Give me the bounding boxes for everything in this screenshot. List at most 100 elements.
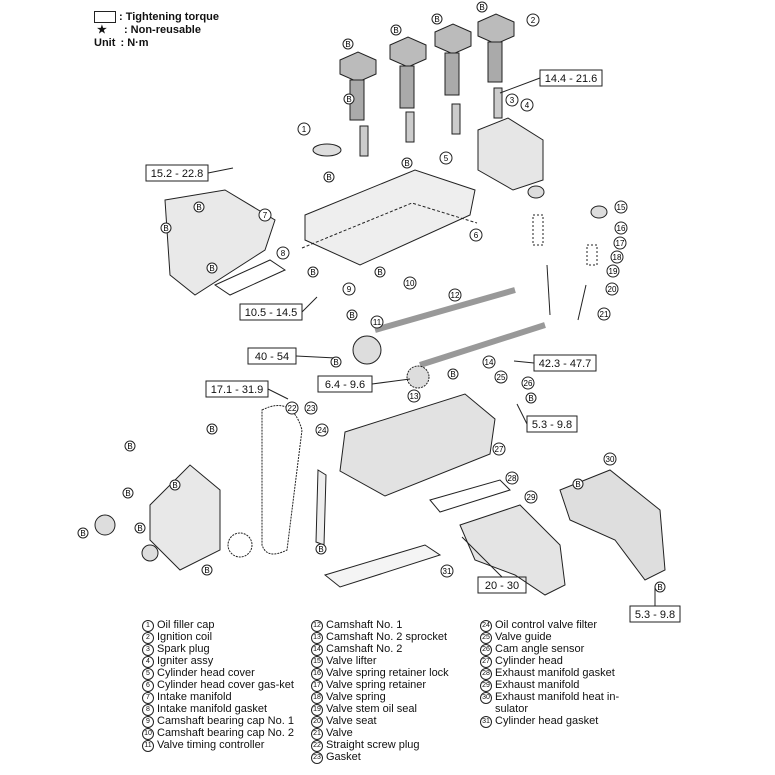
svg-text:B: B <box>345 40 350 49</box>
bolt-marker-icon: B <box>201 564 213 576</box>
callout-number: 29 <box>527 493 536 502</box>
part-name: Ignition coil <box>157 631 213 643</box>
bolt-marker-icon: B <box>525 392 537 404</box>
part-name: Exhaust manifold <box>495 679 580 691</box>
part-number-icon: 25 <box>480 632 492 644</box>
bolt-marker-icon: B <box>572 478 584 490</box>
svg-text:B: B <box>575 480 580 489</box>
callout-marker: 21 <box>597 307 611 321</box>
part-number-icon: 6 <box>142 680 154 692</box>
part-name: Valve guide <box>495 631 552 643</box>
bolt-marker-icon: B <box>447 368 459 380</box>
star-icon: ★ <box>97 24 107 36</box>
spark-plug-icon <box>359 87 503 157</box>
camshaft-1-icon <box>374 287 516 333</box>
svg-text:B: B <box>333 358 338 367</box>
svg-text:B: B <box>196 203 201 212</box>
part-name: Valve stem oil seal <box>326 703 417 715</box>
cylinder-head-cover-icon <box>304 169 476 266</box>
svg-text:B: B <box>404 159 409 168</box>
svg-text:B: B <box>172 481 177 490</box>
callout-number: 23 <box>307 404 316 413</box>
legend-unit-value: N·m <box>127 37 149 49</box>
svg-text:B: B <box>346 95 351 104</box>
part-name: Camshaft No. 2 sprocket <box>326 631 448 643</box>
callout-number: 8 <box>281 249 286 258</box>
part-name: Valve spring retainer lock <box>326 667 449 679</box>
bolt-marker-icon: B <box>193 201 205 213</box>
bolt-marker-icon: B <box>654 581 666 593</box>
callout-marker: 28 <box>505 471 519 485</box>
torque-7: 17.1 - 31.9 <box>211 384 264 396</box>
part-number-icon: 30 <box>480 692 492 704</box>
callout-marker: 1 <box>297 122 311 136</box>
callout-number: 4 <box>525 101 530 110</box>
part-number-icon: 27 <box>480 656 492 668</box>
bolt-marker-icon: B <box>346 309 358 321</box>
legend-torque: : Tightening torque <box>94 11 219 24</box>
torque-1: 14.4 - 21.6 <box>545 73 598 85</box>
callout-number: 13 <box>410 392 419 401</box>
svg-text:B: B <box>450 370 455 379</box>
bolt-marker-icon: B <box>315 543 327 555</box>
callout-number: 3 <box>510 96 515 105</box>
torque-6: 42.3 - 47.7 <box>539 358 592 370</box>
callout-number: 21 <box>600 310 609 319</box>
callout-marker: 7 <box>258 208 272 222</box>
timing-chain-icon <box>261 405 303 555</box>
part-number-icon: 20 <box>311 716 323 728</box>
callout-number: 11 <box>373 318 382 327</box>
legend-nonreusable-label: Non-reusable <box>130 24 201 36</box>
igniter-icon <box>477 117 544 191</box>
part-number-icon: 15 <box>311 656 323 668</box>
svg-text:B: B <box>310 268 315 277</box>
callout-marker: 29 <box>524 490 538 504</box>
callout-number: 5 <box>444 154 449 163</box>
vvt-controller-icon <box>352 335 382 365</box>
part-name: Oil filler cap <box>157 619 215 631</box>
part-name: Gasket <box>326 751 361 763</box>
callout-number: 10 <box>406 279 415 288</box>
callout-marker: 26 <box>521 376 535 390</box>
bolt-marker-icon: B <box>206 262 218 274</box>
part-name: Camshaft No. 2 <box>326 643 403 655</box>
part-name: Valve <box>326 727 353 739</box>
part-number-icon: 7 <box>142 692 154 704</box>
part-name: Intake manifold gasket <box>157 703 268 715</box>
callout-number: 20 <box>608 285 617 294</box>
callout-marker: 4 <box>520 98 534 112</box>
callout-marker: 17 <box>613 236 627 250</box>
part-name: Cylinder head cover gas-ket <box>157 679 294 691</box>
part-number-icon: 28 <box>480 668 492 680</box>
callout-marker: 31 <box>440 564 454 578</box>
ignition-coil-icon <box>339 13 515 121</box>
intake-gasket-icon <box>213 259 287 296</box>
svg-text:B: B <box>326 173 331 182</box>
part-name: Igniter assy <box>157 655 214 667</box>
svg-text:B: B <box>479 3 484 12</box>
part-number-icon: 29 <box>480 680 492 692</box>
callout-marker: 12 <box>448 288 462 302</box>
part-name: Valve spring <box>326 691 386 703</box>
bolt-marker-icon: B <box>431 13 443 25</box>
part-number-icon: 26 <box>480 644 492 656</box>
part-name: Cylinder head gasket <box>495 714 599 727</box>
